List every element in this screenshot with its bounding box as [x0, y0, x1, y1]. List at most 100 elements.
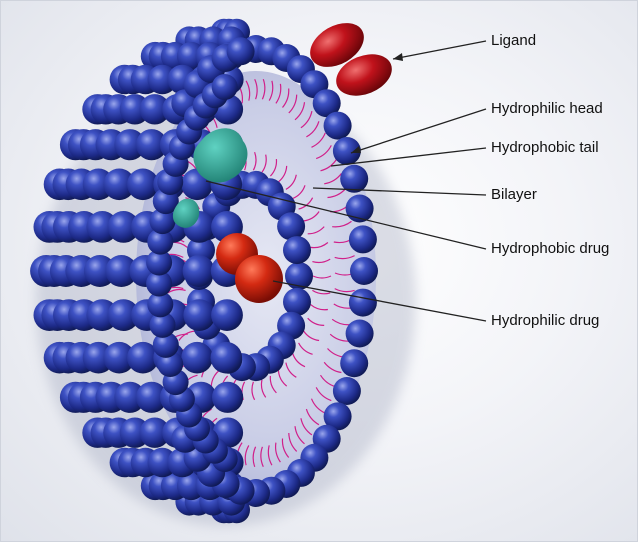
- inner-lipid-head-sphere: [283, 236, 311, 265]
- hydrophobic-tail-line: [251, 381, 256, 401]
- hydrophobic-tail-line: [332, 220, 352, 228]
- hydrophobic-tail-line: [178, 330, 195, 341]
- lipid-head-sphere: [340, 164, 369, 193]
- hydrophobic-tail-line: [269, 159, 278, 177]
- lipid-head-sphere: [147, 291, 174, 318]
- lipid-head-sphere: [107, 211, 140, 243]
- hydrophobic-tail-line: [254, 78, 258, 100]
- lipid-head-sphere: [323, 111, 352, 140]
- lipid-head-sphere: [139, 417, 170, 448]
- lipid-head-sphere: [181, 341, 213, 374]
- lipid-head-sphere: [146, 249, 173, 276]
- hydrophobic-tail-line: [324, 173, 342, 185]
- lipid-head-sphere: [332, 137, 361, 165]
- lipid-head-sphere: [152, 331, 179, 358]
- leader-lines: [205, 40, 487, 322]
- hydrophobic-tail-line: [260, 446, 264, 468]
- hydrophobic-tail-line: [294, 102, 306, 121]
- hydrophobic-tail-line: [303, 330, 320, 342]
- hydrophobic-tail-line: [305, 408, 320, 426]
- hydrophilic-drug-sphere: [235, 255, 283, 303]
- hydrophobic-tail-line: [320, 158, 338, 172]
- hydrophobic-tail-line: [300, 110, 313, 129]
- lipid-head-sphere: [127, 168, 159, 201]
- hydrophobic-tail-line: [285, 362, 297, 378]
- leader-arrowheads: [351, 53, 403, 153]
- ligand-leader: [392, 40, 487, 60]
- lipid-head-sphere: [149, 208, 176, 235]
- hydrophobic-tail-line: [275, 83, 282, 104]
- hydrophilic-head-leader: [350, 108, 487, 154]
- hydrophobic-tail-line: [245, 80, 251, 101]
- label-hydrophilic-head: Hydrophilic head: [491, 100, 603, 117]
- label-hydrophobic-drug: Hydrophobic drug: [491, 240, 610, 257]
- inner-lipid-head-sphere: [283, 287, 311, 316]
- label-bilayer: Bilayer: [491, 186, 537, 203]
- hydrophobic-drug-leader: [205, 180, 487, 250]
- hydrophobic-tail-line: [281, 438, 290, 458]
- lipid-head-sphere: [332, 377, 361, 405]
- hydrophobic-tail-line: [312, 289, 331, 295]
- lipid-head-sphere: [136, 129, 168, 161]
- ligand-molecule: [310, 23, 364, 67]
- lipid-head-sphere: [105, 255, 138, 287]
- hydrophobic-tail-line: [285, 174, 297, 190]
- lipid-head-sphere: [183, 299, 216, 331]
- lipid-head-sphere: [147, 228, 174, 255]
- hydrophobic-drug-blob: [193, 128, 248, 183]
- lipid-head-sphere: [212, 381, 244, 413]
- hydrophobic-tail-line: [310, 398, 326, 414]
- hydrophobic-tail-line: [167, 288, 186, 294]
- lipid-head-sphere: [146, 270, 173, 297]
- hydrophobic-tail-line: [310, 242, 329, 249]
- hydrophobic-tail-line: [307, 226, 325, 235]
- hydrophobic-tail-line: [260, 379, 267, 398]
- lipid-head-sphere: [182, 255, 215, 287]
- hydrophobic-tail-line: [288, 94, 298, 114]
- hydrophobic-tail-line: [315, 387, 332, 402]
- hydrophobic-tail-line: [278, 165, 288, 183]
- hydrophobic-tail-line: [261, 154, 267, 173]
- hydrophobic-tail-line: [292, 353, 306, 368]
- hydrophobic-tail-line: [310, 304, 328, 311]
- hydrophilic-head-arrowhead: [351, 146, 361, 153]
- hydrophobic-tail-line: [292, 185, 306, 200]
- hydrophobic-tail-line: [311, 132, 326, 148]
- hydrophobic-tail-line: [334, 288, 355, 293]
- lipid-head-sphere: [114, 129, 146, 161]
- hydrophobic-tail-leader: [330, 147, 487, 167]
- hydrophobic-tail-line: [252, 151, 257, 171]
- inner-lipid-head-sphere: [277, 212, 306, 241]
- hydrophobic-tail-line: [327, 188, 346, 199]
- hydrophobic-tail-line: [334, 255, 355, 260]
- inner-lipid-head-sphere: [285, 262, 313, 290]
- lipid-head-sphere: [103, 168, 135, 201]
- lipid-head-sphere: [211, 74, 238, 100]
- hydrophobic-tail-line: [307, 317, 325, 327]
- hydrophobic-tail-line: [252, 446, 257, 467]
- lipid-head-sphere: [323, 402, 352, 431]
- lipid-head-sphere: [107, 299, 140, 331]
- lipid-head-sphere: [136, 381, 168, 413]
- label-hydrophilic-drug: Hydrophilic drug: [491, 312, 600, 329]
- hydrophobic-tail-line: [315, 145, 332, 160]
- lipid-head-sphere: [210, 341, 243, 374]
- lipid-head-sphere: [348, 288, 377, 317]
- hydrophobic-tail-line: [300, 418, 313, 436]
- hydrophobic-tail-line: [267, 445, 273, 466]
- lipid-head-sphere: [348, 225, 377, 254]
- hydrophobic-tail-line: [288, 432, 298, 452]
- bilayer-leader: [312, 187, 487, 196]
- hydrophobic-tail-line: [306, 121, 320, 138]
- hydrophobic-tail-line: [312, 275, 332, 279]
- lipid-head-sphere: [350, 257, 378, 285]
- lipid-head-sphere: [114, 381, 146, 413]
- hydrophilic-drug-leader: [272, 280, 487, 322]
- ligand-arrowhead: [393, 53, 403, 61]
- lipid-head-sphere: [340, 349, 369, 378]
- hydrophobic-tail-line: [277, 370, 288, 387]
- hydrophobic-tail-line: [294, 426, 305, 445]
- hydrophobic-tail-line: [312, 258, 331, 264]
